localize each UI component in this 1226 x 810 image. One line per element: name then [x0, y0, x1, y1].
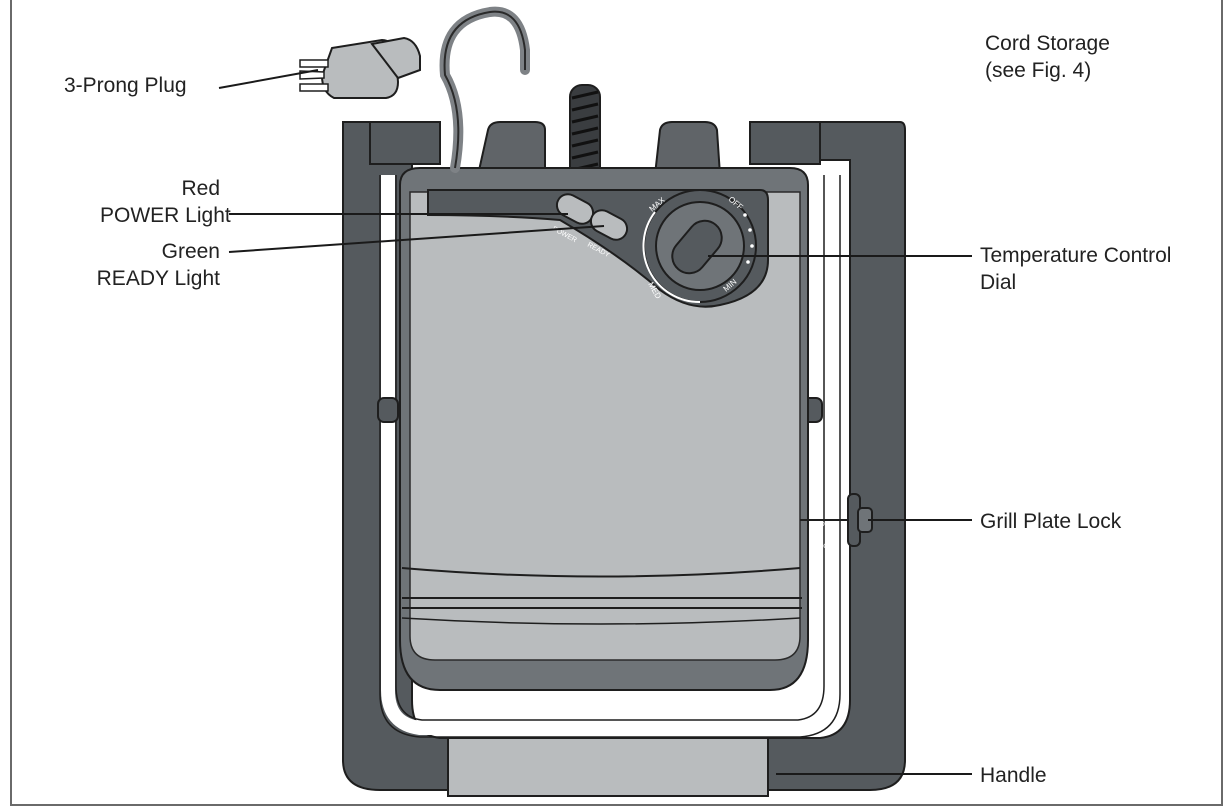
label-red-power-light: Red POWER Light	[100, 175, 231, 229]
figure-border	[10, 0, 1223, 806]
callout-line-green	[228, 225, 605, 253]
label-temp-line1: Temperature Control	[980, 244, 1172, 267]
label-temperature-control-dial: Temperature Control Dial	[980, 242, 1171, 296]
dial-grip	[671, 219, 723, 275]
label-red-line1: Red	[181, 177, 220, 200]
three-prong-plug	[299, 36, 421, 99]
label-cord-storage-line2: (see Fig. 4)	[985, 59, 1092, 82]
label-grill-plate-lock: Grill Plate Lock	[980, 510, 1122, 533]
lock-mark-lock: LOCK	[820, 544, 836, 550]
ready-light	[589, 209, 629, 241]
callout-lines	[218, 69, 972, 775]
left-hinge-knob	[377, 397, 399, 423]
temperature-dial[interactable]: MAX OFF MIN MED	[642, 189, 757, 304]
label-cord-storage: Cord Storage (see Fig. 4)	[985, 30, 1110, 84]
lock-mark-open: OPEN	[820, 522, 837, 528]
label-red-line2: POWER Light	[100, 204, 231, 227]
label-temp-line2: Dial	[980, 271, 1017, 294]
callout-line-plug	[218, 69, 319, 89]
label-green-ready-light: Green READY Light	[80, 238, 220, 292]
label-cord-storage-line1: Cord Storage	[985, 32, 1110, 55]
grill-plate-lock[interactable]: OPEN LOCK	[800, 493, 873, 550]
handle[interactable]	[447, 737, 769, 797]
cord-storage-coil	[569, 84, 601, 186]
label-three-prong-plug: 3-Prong Plug	[64, 74, 187, 97]
label-green-line1: Green	[161, 240, 220, 263]
label-handle: Handle	[980, 764, 1047, 787]
top-tabs	[476, 121, 722, 176]
power-cord	[439, 6, 530, 173]
label-green-line2: READY Light	[96, 267, 220, 290]
